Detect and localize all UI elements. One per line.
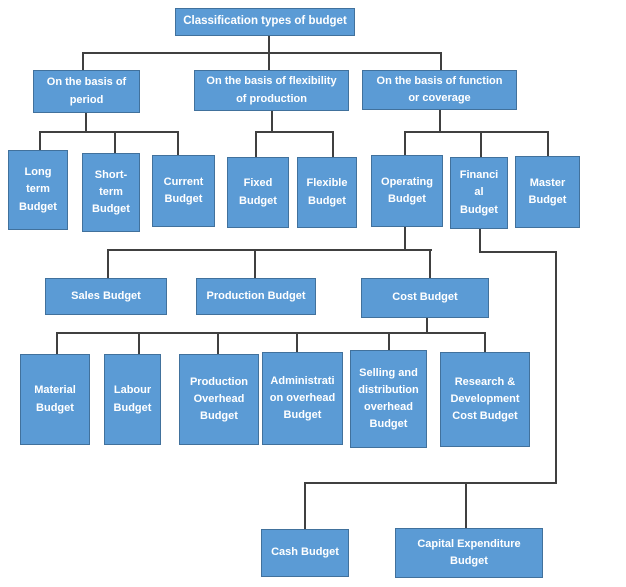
node-cash-budget-label: Cash Budget <box>271 546 339 559</box>
node-labour-budget-label: Labour Budget <box>113 384 152 414</box>
connector-drop-short-term <box>114 131 116 154</box>
node-production-budget: Production Budget <box>196 278 316 315</box>
node-master-budget-label: Master Budget <box>528 176 567 206</box>
connector-bottom-horizontal <box>304 482 557 484</box>
node-current-budget: Current Budget <box>152 155 215 227</box>
node-basis-of-period: On the basis of period <box>33 70 140 113</box>
connector-period-stem <box>85 113 87 133</box>
node-research-development-cost-budget-label: Research & Development Cost Budget <box>450 375 520 423</box>
connector-drop-master <box>547 131 549 157</box>
node-sales-budget: Sales Budget <box>45 278 167 315</box>
connector-drop-current <box>177 131 179 156</box>
node-long-term-budget-label: Long term Budget <box>19 166 57 213</box>
connector-drop-production-overhead <box>217 332 219 354</box>
node-financial-budget: Financi al Budget <box>450 157 508 229</box>
connector-drop-selling-distribution <box>388 332 390 350</box>
node-short-term-budget: Short- term Budget <box>82 153 140 232</box>
connector-financial-elbow-horizontal <box>479 251 557 253</box>
node-production-overhead-budget: Production Overhead Budget <box>179 354 259 445</box>
connector-operating-stem <box>404 227 406 251</box>
node-cost-budget-label: Cost Budget <box>392 291 458 304</box>
node-basis-of-period-label: On the basis of period <box>46 76 127 106</box>
connector-drop-administration-overhead <box>296 332 298 352</box>
node-operating-budget: Operating Budget <box>371 155 443 227</box>
connector-drop-function <box>440 52 442 71</box>
node-material-budget-label: Material Budget <box>34 384 76 414</box>
node-basis-of-function: On the basis of function or coverage <box>362 70 517 110</box>
node-research-development-cost-budget: Research & Development Cost Budget <box>440 352 530 447</box>
connector-drop-sales <box>107 249 109 278</box>
connector-drop-financial <box>480 131 482 158</box>
connector-cost-stem <box>426 318 428 334</box>
node-capital-expenditure-budget-label: Capital Expenditure Budget <box>417 537 521 567</box>
connector-drop-research-development <box>484 332 486 352</box>
connector-drop-operating <box>404 131 406 156</box>
connector-drop-capital-expenditure <box>465 482 467 528</box>
connector-financial-long-vertical <box>555 251 557 484</box>
connector-flexibility-stem <box>271 111 273 133</box>
node-administration-overhead-budget: Administrati on overhead Budget <box>262 352 343 445</box>
node-basis-of-flexibility-label: On the basis of flexibility of productio… <box>206 75 337 105</box>
node-material-budget: Material Budget <box>20 354 90 445</box>
connector-function-horizontal <box>405 131 549 133</box>
node-capital-expenditure-budget: Capital Expenditure Budget <box>395 528 543 578</box>
node-cash-budget: Cash Budget <box>261 529 349 577</box>
connector-financial-stem <box>479 229 481 253</box>
node-basis-of-flexibility: On the basis of flexibility of productio… <box>194 70 349 111</box>
connector-drop-cost <box>429 249 431 278</box>
node-financial-budget-label: Financi al Budget <box>459 169 499 216</box>
connector-function-stem <box>439 110 441 133</box>
node-basis-of-function-label: On the basis of function or coverage <box>376 74 503 104</box>
node-classification-types-of-budget: Classification types of budget <box>175 8 355 36</box>
node-cost-budget: Cost Budget <box>361 278 489 318</box>
node-fixed-budget-label: Fixed Budget <box>239 177 277 207</box>
node-classification-types-of-budget-label: Classification types of budget <box>183 15 347 28</box>
connector-drop-material <box>56 332 58 354</box>
node-flexible-budget-label: Flexible Budget <box>306 177 348 207</box>
connector-flexibility-horizontal <box>256 131 334 133</box>
node-labour-budget: Labour Budget <box>104 354 161 445</box>
node-flexible-budget: Flexible Budget <box>297 157 357 228</box>
node-administration-overhead-budget-label: Administrati on overhead Budget <box>269 374 336 422</box>
connector-drop-production <box>254 249 256 278</box>
node-production-overhead-budget-label: Production Overhead Budget <box>189 375 249 423</box>
node-selling-distribution-overhead-budget-label: Selling and distribution overhead Budget <box>358 366 419 431</box>
node-selling-distribution-overhead-budget: Selling and distribution overhead Budget <box>350 350 427 448</box>
connector-drop-cash <box>304 482 306 529</box>
node-production-budget-label: Production Budget <box>206 289 306 302</box>
connector-cost-horizontal <box>57 332 485 334</box>
node-operating-budget-label: Operating Budget <box>381 175 433 205</box>
node-master-budget: Master Budget <box>515 156 580 228</box>
connector-drop-labour <box>138 332 140 354</box>
connector-drop-period <box>82 52 84 71</box>
connector-drop-fixed <box>255 131 257 158</box>
node-short-term-budget-label: Short- term Budget <box>92 168 130 216</box>
node-sales-budget-label: Sales Budget <box>71 289 141 302</box>
connector-drop-long-term <box>39 131 41 151</box>
node-current-budget-label: Current Budget <box>163 175 204 205</box>
node-long-term-budget: Long term Budget <box>8 150 68 230</box>
node-fixed-budget: Fixed Budget <box>227 157 289 228</box>
connector-period-horizontal <box>40 131 179 133</box>
connector-operating-horizontal <box>108 249 432 251</box>
connector-drop-flexible <box>332 131 334 158</box>
connector-level1-horizontal <box>83 52 442 54</box>
